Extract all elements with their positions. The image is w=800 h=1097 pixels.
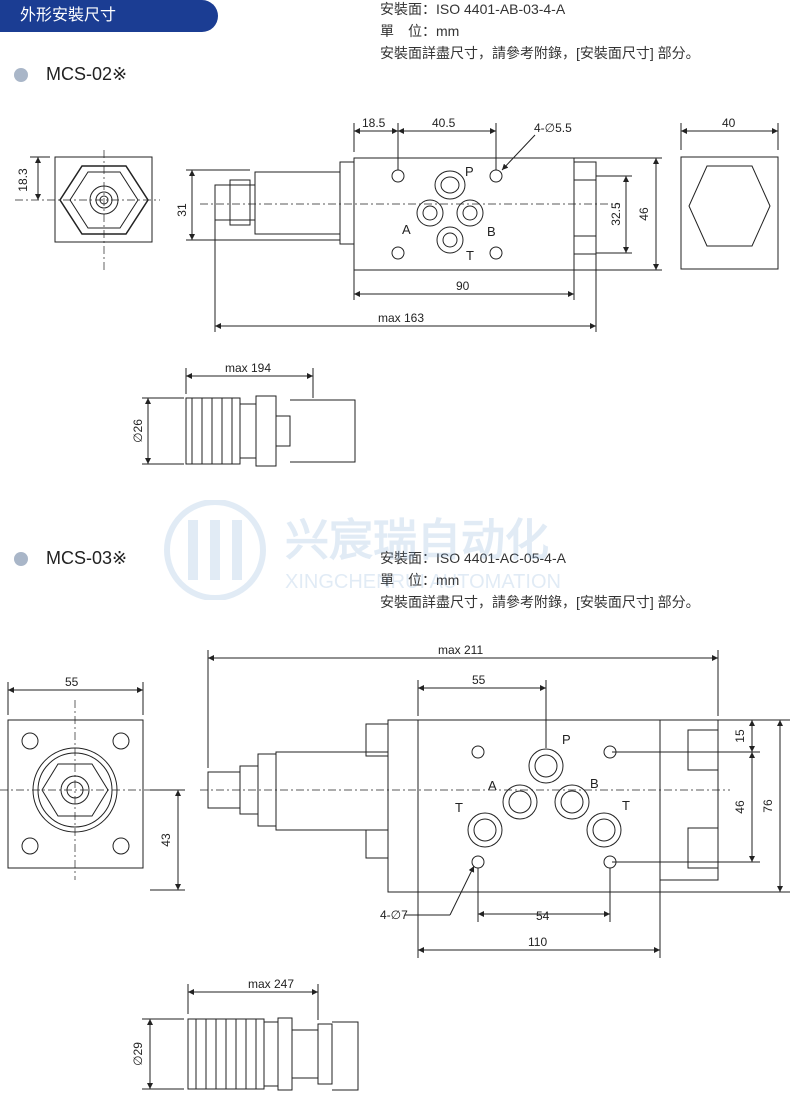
spec-surface-label: 安裝面： — [380, 550, 436, 566]
spec-note: 安裝面詳盡尺寸，請參考附錄，[安裝面尺寸] 部分。 — [380, 45, 700, 61]
mcs02-knob-view: max 194 ∅26 — [131, 361, 356, 467]
dim-max-194: max 194 — [225, 361, 271, 375]
spec-note: 安裝面詳盡尺寸，請參考附錄，[安裝面尺寸] 部分。 — [380, 594, 700, 610]
spec-surface-label: 安裝面： — [380, 1, 436, 17]
mcs03-knob-view: max 247 ∅29 — [131, 977, 359, 1091]
dim-15: 15 — [733, 729, 747, 743]
dim-dia-29: ∅29 — [131, 1042, 145, 1066]
spec-unit-label: 單 位： — [380, 23, 436, 39]
mcs03-side-view — [200, 719, 730, 893]
port-a: A — [488, 778, 497, 793]
mcs02-side-dims: 18.5 40.5 4-∅5.5 31 32.5 46 90 max 163 — [175, 116, 662, 332]
dim-55-port: 55 — [472, 673, 486, 687]
port-t-right: T — [622, 798, 630, 813]
model-title-mcs03: MCS-03※ — [14, 548, 127, 569]
dim-54: 54 — [536, 909, 550, 923]
mcs03-front-view: 55 43 — [0, 675, 185, 891]
dim-dia-26: ∅26 — [131, 419, 145, 443]
mcs02-front-view — [15, 150, 160, 270]
bullet-dot — [14, 67, 28, 82]
mcs03-side-dims: max 211 55 15 46 76 4-∅7 54 110 — [207, 643, 790, 958]
spec-block-mcs02: 安裝面：ISO 4401-AB-03-4-A 單 位：mm 安裝面詳盡尺寸，請參… — [380, 0, 700, 64]
dim-55-front: 55 — [65, 675, 79, 689]
bullet-dot — [14, 551, 28, 566]
dim-40-5: 40.5 — [432, 116, 456, 130]
port-p: P — [465, 164, 474, 179]
dim-holes: 4-∅7 — [380, 908, 408, 922]
port-b: B — [487, 224, 496, 239]
dim-31: 31 — [175, 203, 189, 217]
spec-block-mcs03: 安裝面：ISO 4401-AC-05-4-A 單 位：mm 安裝面詳盡尺寸，請參… — [380, 547, 700, 613]
spec-surface-value: ISO 4401-AC-05-4-A — [436, 550, 566, 566]
mcs02-right-view: 40 — [680, 116, 779, 270]
dim-43: 43 — [159, 833, 173, 847]
section-header: 外形安裝尺寸 — [0, 0, 218, 32]
watermark-en: XINGCHENRUI AUTOMATION — [285, 571, 561, 593]
model-label: MCS-02※ — [46, 64, 128, 84]
dim-46: 46 — [637, 207, 651, 221]
dim-32-5: 32.5 — [609, 202, 623, 226]
dim-max-211: max 211 — [438, 643, 483, 657]
port-p: P — [562, 732, 571, 747]
mcs02-port-labels: P A B T — [402, 164, 496, 263]
port-t-left: T — [455, 800, 463, 815]
spec-unit-value: mm — [436, 23, 460, 39]
mcs02-front-dims: 18.3 — [16, 156, 50, 200]
spec-unit-label: 單 位： — [380, 572, 436, 588]
dim-18-5: 18.5 — [362, 116, 386, 130]
mcs02-side-view — [200, 157, 620, 271]
port-a: A — [402, 222, 411, 237]
model-title-mcs02: MCS-02※ — [14, 64, 127, 85]
dim-90: 90 — [456, 279, 470, 293]
spec-surface-value: ISO 4401-AB-03-4-A — [436, 1, 566, 17]
dim-holes: 4-∅5.5 — [534, 121, 572, 135]
port-t: T — [466, 248, 474, 263]
spec-unit-value: mm — [436, 572, 460, 588]
dim-46: 46 — [733, 800, 747, 814]
model-label: MCS-03※ — [46, 548, 128, 568]
dim-max-247: max 247 — [248, 977, 294, 991]
dim-110: 110 — [528, 935, 547, 949]
watermark-logo: 兴宸瑞自动化 XINGCHENRUI AUTOMATION — [164, 500, 561, 600]
watermark-cn: 兴宸瑞自动化 — [285, 516, 549, 565]
dim-40: 40 — [722, 116, 736, 130]
dim-max-163: max 163 — [378, 311, 424, 325]
port-b: B — [590, 776, 599, 791]
dim-76: 76 — [761, 799, 775, 813]
dim-18-3: 18.3 — [16, 168, 30, 192]
mcs03-port-labels: P A B T T — [455, 732, 630, 815]
